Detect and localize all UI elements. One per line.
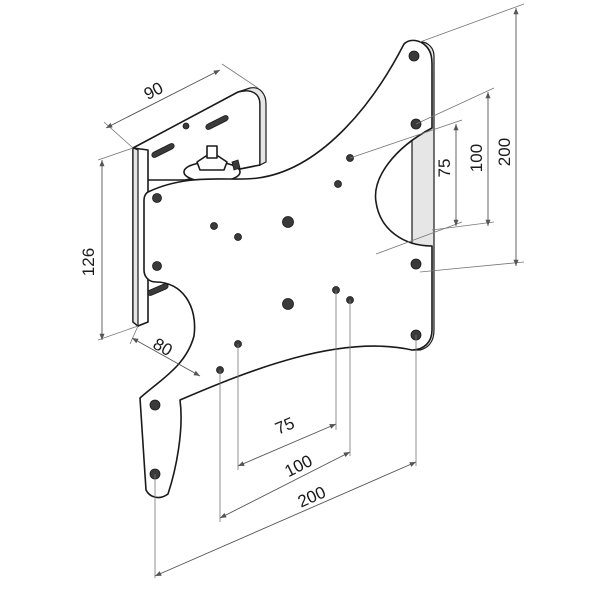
label-h-200: 200 [295,483,329,512]
plate-hole-10 [152,261,162,271]
pivot-bolt [183,145,241,183]
plate-hole-1 [408,50,420,62]
plate-hole-7 [210,222,218,230]
dim-line-h-200 [154,461,417,577]
label-90: 90 [141,78,166,104]
label-v-200: 200 [495,138,514,166]
dim-line-80 [131,337,201,377]
label-v-75: 75 [435,159,454,178]
bracket-side-edge [132,147,139,328]
bracket-top-edge [237,87,267,166]
plate-hole-6 [282,216,294,228]
dimension-lines [99,8,519,577]
plate-hole-4 [334,180,342,188]
dim-line-90 [105,69,221,129]
plate-hole-13 [282,298,294,310]
plate-hole-5 [152,193,162,203]
plate-slot [147,283,169,296]
plate-hole-9 [410,258,422,270]
label-v-100: 100 [467,144,486,172]
plate-hole-8 [234,233,242,241]
label-126: 126 [79,248,98,276]
label-h-75: 75 [272,413,297,438]
bracket-hole-1 [182,122,190,130]
label-80: 80 [150,334,176,360]
plate-hole-17 [149,399,161,411]
label-h-100: 100 [282,451,316,481]
bracket-slot-1 [151,143,175,158]
